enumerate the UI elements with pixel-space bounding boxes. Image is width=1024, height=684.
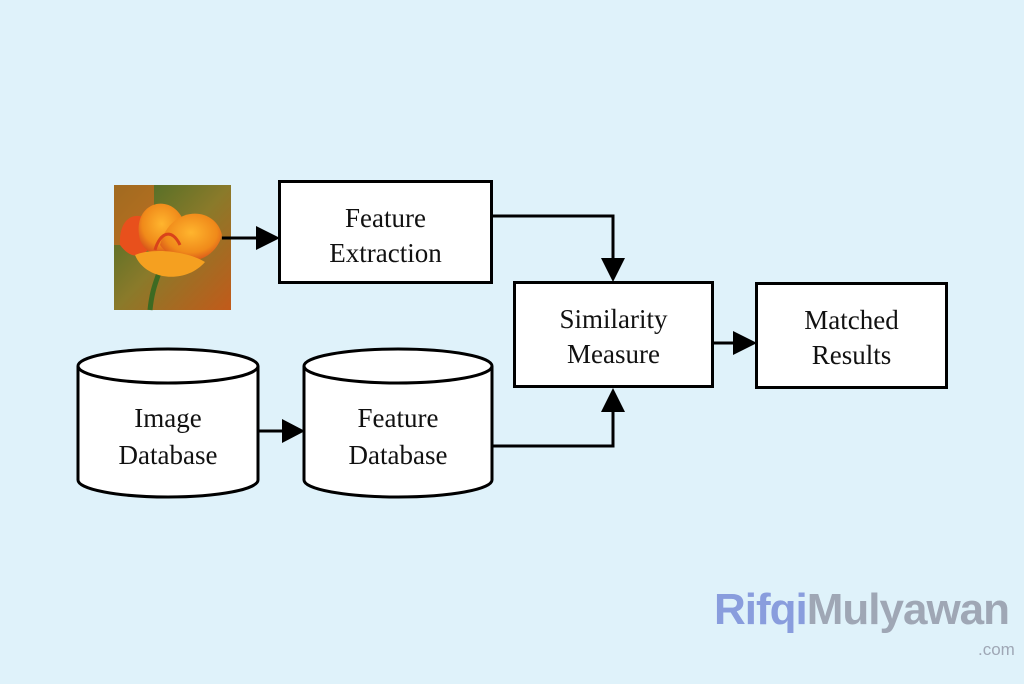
image-database-node: Image Database [76,347,260,499]
similarity-measure-node: Similarity Measure [513,281,714,388]
similarity-measure-label-line1: Similarity [560,304,669,334]
matched-results-node: Matched Results [755,282,948,389]
image-database-label-line1: Image [134,403,201,433]
edge-image-db-to-feature-db [258,419,305,443]
feature-extraction-label-line2: Extraction [329,238,442,268]
feature-database-label-line2: Database [349,440,448,470]
feature-database-node: Feature Database [302,347,494,499]
edge-similarity-to-matched-results [712,331,757,355]
matched-results-label-line1: Matched [804,305,899,335]
watermark-part1: Rifqi [714,585,808,634]
image-database-label-line2: Database [119,440,218,470]
edge-feature-extraction-to-similarity [491,214,625,282]
feature-extraction-node: Feature Extraction [278,180,493,284]
watermark-part2: Mulyawan [806,585,1010,634]
matched-results-label-line2: Results [812,340,892,370]
edge-feature-db-to-similarity [492,388,625,448]
watermark-domain: .com [978,640,1015,659]
feature-database-label-line1: Feature [358,403,439,433]
watermark-logo: RifqiMulyawan [714,585,1010,634]
flower-image-icon [114,185,231,311]
similarity-measure-label-line2: Measure [567,339,660,369]
feature-extraction-label-line1: Feature [345,203,426,233]
edge-image-to-feature-extraction [222,226,280,250]
